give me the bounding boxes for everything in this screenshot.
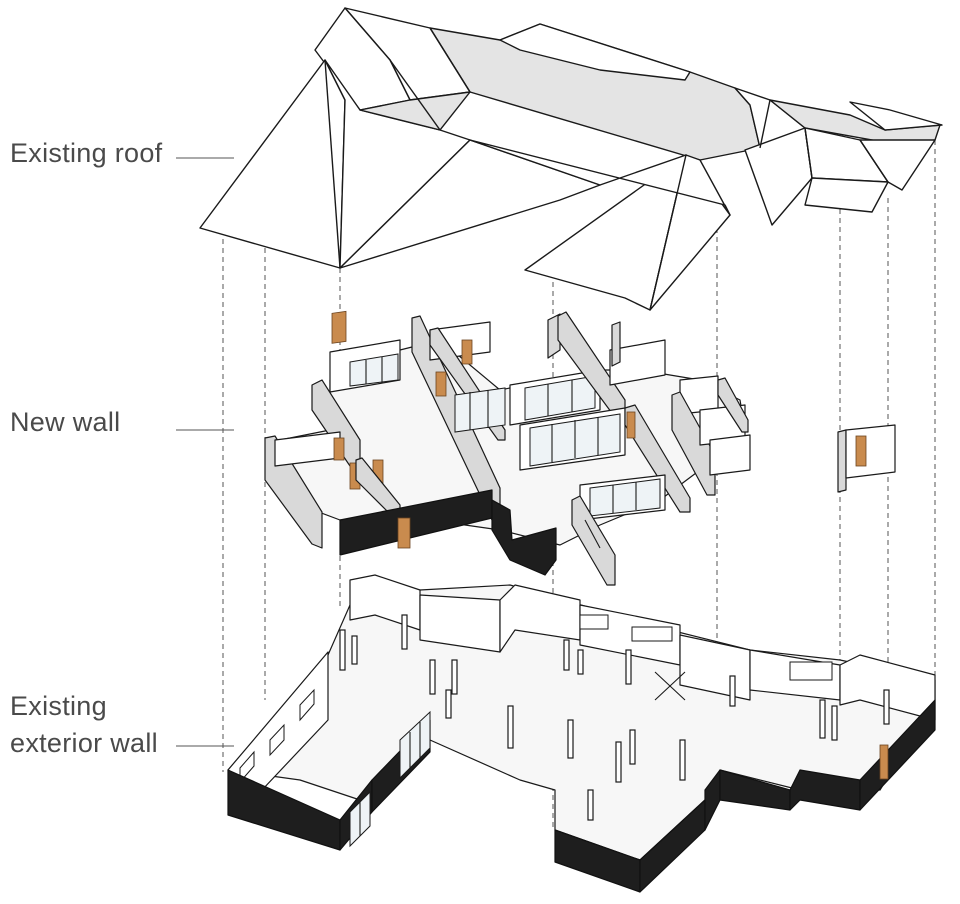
label-existing-exterior-wall: Existing exterior wall — [10, 691, 234, 758]
label-exterior-line2: exterior wall — [10, 728, 158, 758]
label-exterior-line1: Existing — [10, 691, 107, 721]
label-existing-roof-text: Existing roof — [10, 138, 163, 168]
label-existing-roof: Existing roof — [10, 138, 234, 168]
existing-roof — [199, 7, 943, 311]
columns — [339, 614, 890, 821]
new-wall-layer — [264, 310, 896, 586]
label-new-wall-text: New wall — [10, 407, 120, 437]
label-new-wall: New wall — [10, 407, 234, 437]
existing-exterior-wall-layer — [227, 574, 936, 893]
